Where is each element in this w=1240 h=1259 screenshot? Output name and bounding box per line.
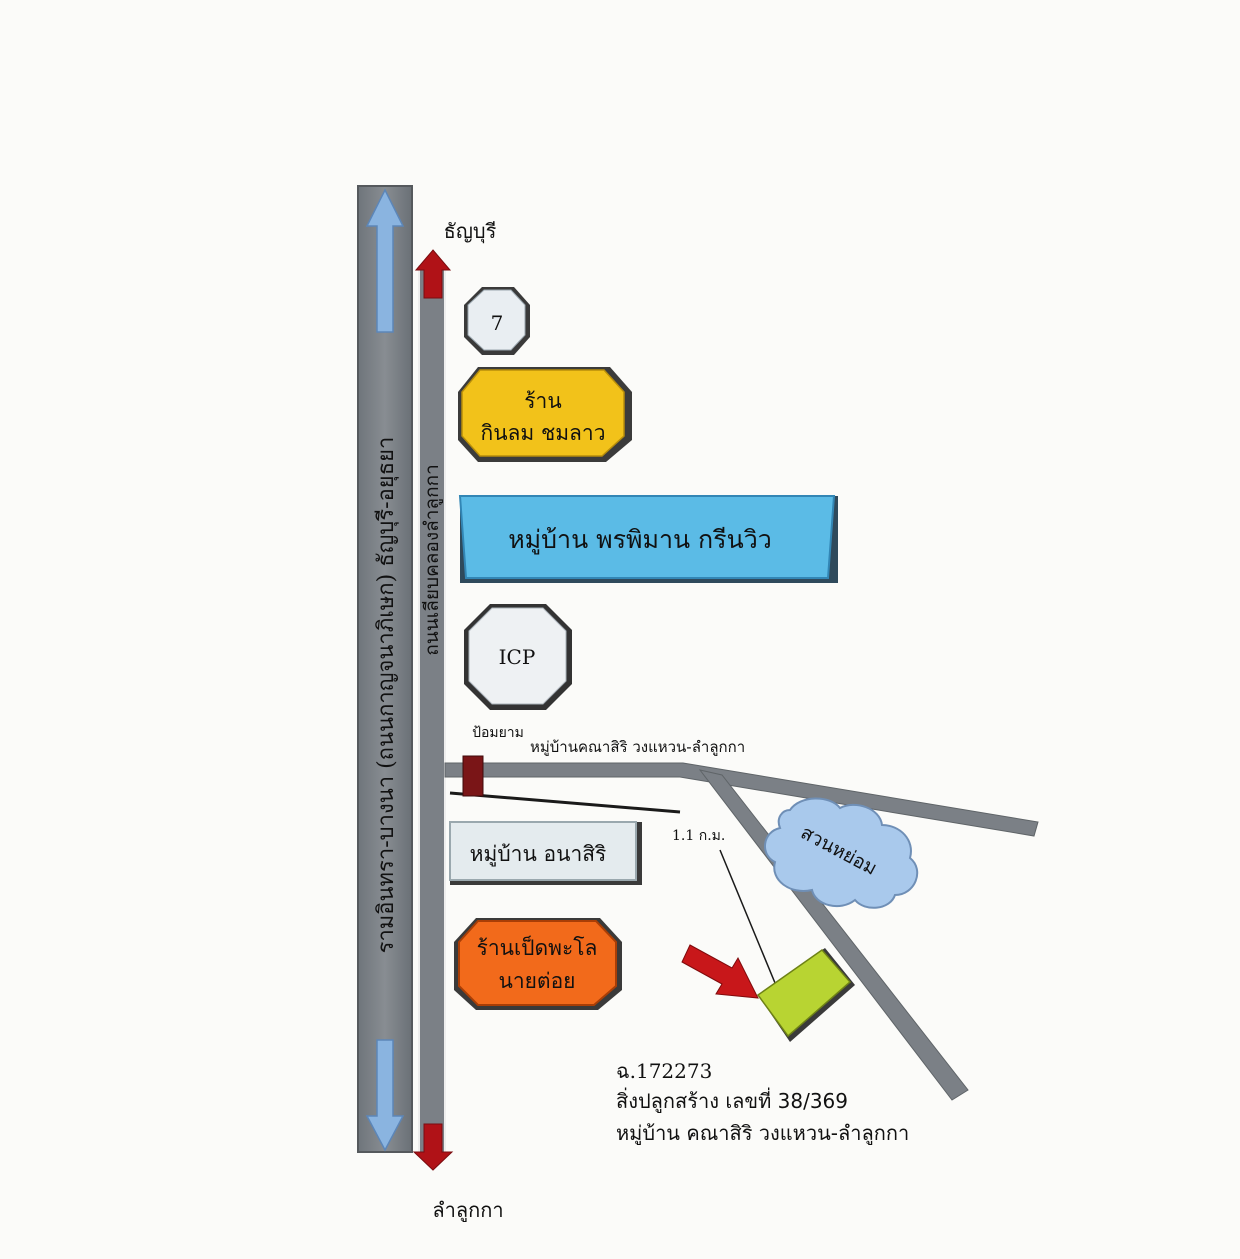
- restaurant-kinlom-marker: ร้าน กินลม ชมลาว: [458, 367, 632, 462]
- village-anasiri-label: หมู่บ้าน อนาสิริ: [470, 842, 607, 867]
- village-anasiri-marker: หมู่บ้าน อนาสิริ: [449, 821, 642, 885]
- village-pornpiman-marker: หมู่บ้าน พรพิมาน กรีนวิว: [458, 495, 838, 583]
- local-road: ถนนเลียบคลองลำลูกกา: [412, 249, 454, 1171]
- restaurant-duck-marker: ร้านเป็ดพะโล นายต่อย: [454, 918, 622, 1010]
- local-road-label: ถนนเลียบคลองลำลูกกา: [421, 464, 443, 655]
- seven-eleven-marker: 7: [464, 287, 530, 355]
- icp-marker: ICP: [464, 604, 572, 710]
- north-destination-label: ธัญบุรี: [444, 219, 497, 244]
- highway-up-arrow-icon: [365, 188, 405, 333]
- target-property-marker: [756, 948, 855, 1042]
- restaurant-kinlom-line2: กินลม ชมลาว: [480, 421, 605, 445]
- restaurant-kinlom-line1: ร้าน: [524, 389, 561, 413]
- south-destination-label: ลำลูกกา: [432, 1198, 503, 1223]
- south-arrow-icon: [412, 1123, 454, 1171]
- property-building-number: สิ่งปลูกสร้าง เลขที่ 38/369: [616, 1087, 848, 1114]
- guard-post-label: ป้อมยาม: [472, 725, 524, 741]
- property-village-name: หมู่บ้าน คณาสิริ วงแหวน-ลำลูกกา: [616, 1121, 909, 1146]
- property-deed-number: ฉ.172273: [616, 1059, 712, 1083]
- target-pointer-arrow-icon: [681, 944, 759, 999]
- restaurant-duck-line2: นายต่อย: [498, 969, 575, 993]
- park-marker: สวนหย่อม: [764, 797, 919, 909]
- village-pornpiman-label: หมู่บ้าน พรพิมาน กรีนวิว: [508, 525, 772, 555]
- highway: รามอินทรา-บางนา (ถนนกาญจนาภิเษก) ธัญบุรี…: [357, 185, 413, 1153]
- restaurant-duck-line1: ร้านเป็ดพะโล: [477, 934, 598, 960]
- distance-label: 1.1 ก.ม.: [672, 828, 725, 844]
- guard-post-marker: ป้อมยาม: [462, 725, 524, 797]
- highway-label: รามอินทรา-บางนา (ถนนกาญจนาภิเษก) ธัญบุรี…: [374, 437, 399, 954]
- north-arrow-icon: [414, 249, 452, 299]
- icp-label: ICP: [499, 645, 536, 669]
- highway-down-arrow-icon: [365, 1039, 405, 1152]
- side-road-label: หมู่บ้านคณาสิริ วงแหวน-ลำลูกกา: [530, 738, 745, 756]
- property-caption: ฉ.172273 สิ่งปลูกสร้าง เลขที่ 38/369 หมู…: [616, 1059, 909, 1146]
- seven-eleven-label: 7: [491, 311, 504, 335]
